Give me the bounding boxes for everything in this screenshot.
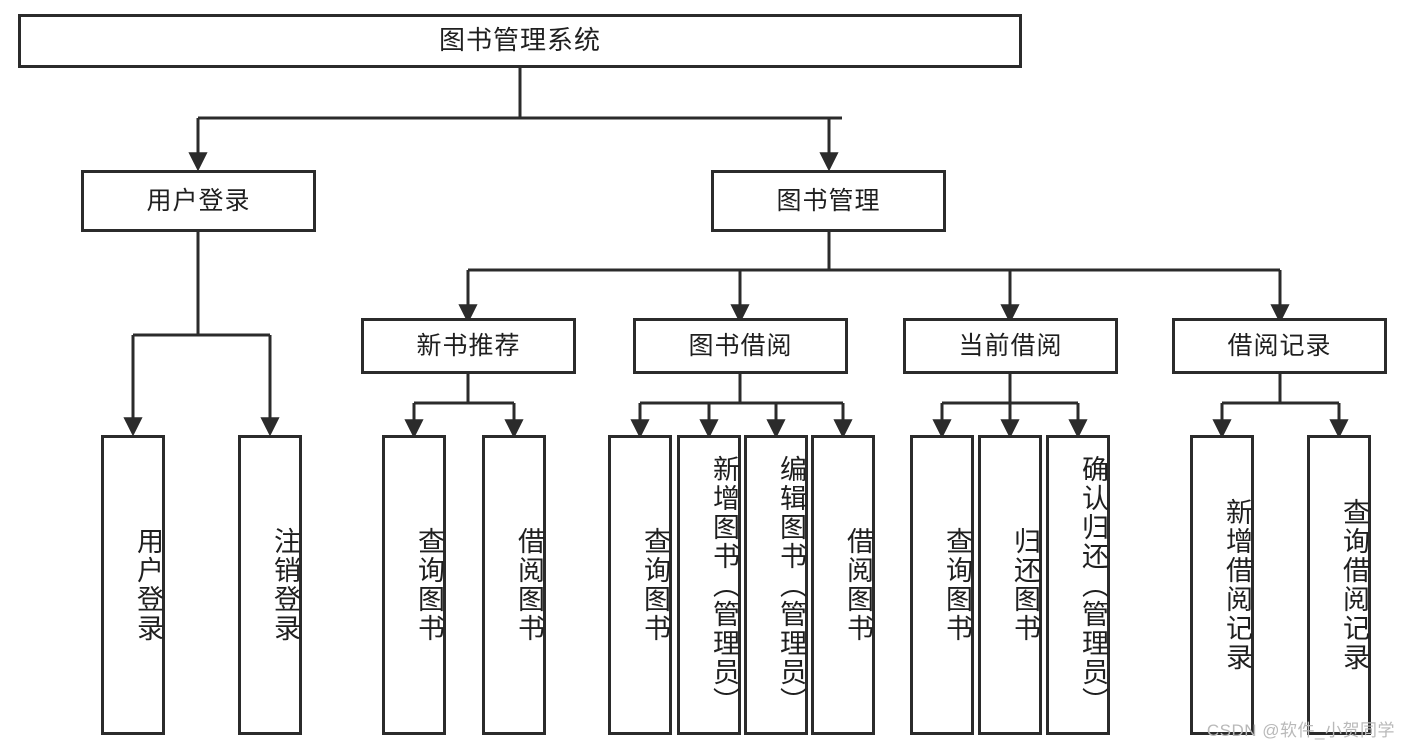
node-label: 借阅图书: [514, 527, 544, 643]
node-borrow-record[interactable]: 借阅记录: [1172, 318, 1387, 374]
leaf-confirm-return-admin[interactable]: 确认归还（管理员）: [1046, 435, 1110, 735]
node-label: 借阅图书: [843, 527, 873, 643]
node-book-management-system[interactable]: 图书管理系统: [18, 14, 1022, 68]
leaf-borrow-book-recommend[interactable]: 借阅图书: [482, 435, 546, 735]
leaf-query-book-borrow[interactable]: 查询图书: [608, 435, 672, 735]
node-current-borrow[interactable]: 当前借阅: [903, 318, 1118, 374]
node-label: 查询图书: [942, 527, 972, 643]
node-label: 新书推荐: [416, 332, 521, 360]
leaf-borrow-book[interactable]: 借阅图书: [811, 435, 875, 735]
leaf-return-book[interactable]: 归还图书: [978, 435, 1042, 735]
node-label: 借阅记录: [1227, 332, 1332, 360]
node-label: 图书管理系统: [438, 25, 601, 56]
node-label: 注销登录: [270, 527, 300, 643]
node-label: 图书借阅: [688, 332, 793, 360]
node-label: 当前借阅: [958, 332, 1063, 360]
node-label: 编辑图书（管理员）: [776, 454, 806, 716]
node-label: 新增借阅记录: [1222, 498, 1252, 672]
leaf-edit-book-admin[interactable]: 编辑图书（管理员）: [744, 435, 808, 735]
node-label: 查询借阅记录: [1339, 498, 1369, 672]
node-label: 用户登录: [133, 527, 163, 643]
leaf-add-book-admin[interactable]: 新增图书（管理员）: [677, 435, 741, 735]
node-label: 查询图书: [640, 527, 670, 643]
node-new-book-recommend[interactable]: 新书推荐: [361, 318, 576, 374]
csdn-watermark: CSDN @软件_小贺同学: [1206, 721, 1395, 740]
leaf-query-borrow-record[interactable]: 查询借阅记录: [1307, 435, 1371, 735]
node-label: 新增图书（管理员）: [709, 454, 739, 716]
leaf-query-book-recommend[interactable]: 查询图书: [382, 435, 446, 735]
leaf-add-borrow-record[interactable]: 新增借阅记录: [1190, 435, 1254, 735]
node-book-management[interactable]: 图书管理: [711, 170, 946, 232]
node-label: 归还图书: [1010, 527, 1040, 643]
node-label: 确认归还（管理员）: [1078, 454, 1108, 716]
node-label: 用户登录: [146, 187, 251, 215]
node-book-borrow[interactable]: 图书借阅: [633, 318, 848, 374]
node-label: 图书管理: [776, 187, 881, 215]
leaf-query-book-current[interactable]: 查询图书: [910, 435, 974, 735]
node-user-login[interactable]: 用户登录: [81, 170, 316, 232]
leaf-user-login[interactable]: 用户登录: [101, 435, 165, 735]
node-label: 查询图书: [414, 527, 444, 643]
leaf-logout[interactable]: 注销登录: [238, 435, 302, 735]
